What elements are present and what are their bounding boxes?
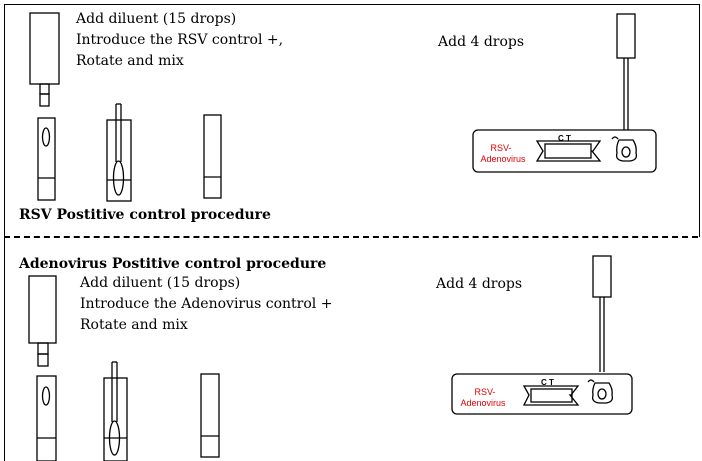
- adeno-card-label-line2: Adenovirus: [460, 398, 506, 408]
- rsv-tube-3: [203, 114, 222, 199]
- adeno-diluent-bottle: [28, 275, 57, 367]
- rsv-step-line1: Add diluent (15 drops): [76, 11, 237, 27]
- rsv-diluent-bottle: [29, 12, 60, 107]
- top-border: [5, 4, 700, 5]
- adeno-window-label: C T: [541, 378, 554, 387]
- right-border: [699, 4, 700, 237]
- adeno-test-card: [451, 373, 633, 415]
- adeno-tube-3: [200, 373, 220, 458]
- rsv-tube-1: [37, 117, 56, 201]
- adeno-step-line2: Introduce the Adenovirus control +: [80, 296, 333, 312]
- rsv-window-label: C T: [558, 134, 571, 143]
- adeno-dropper: [592, 255, 612, 372]
- adeno-step-line1: Add diluent (15 drops): [80, 275, 241, 291]
- left-border: [4, 4, 5, 461]
- rsv-test-card: [472, 129, 657, 173]
- rsv-add-drops: Add 4 drops: [438, 34, 525, 50]
- adeno-tube-2-swab: [103, 361, 128, 461]
- adeno-step-line3: Rotate and mix: [80, 317, 188, 333]
- adeno-tube-1: [36, 375, 57, 461]
- adeno-procedure-title: Adenovirus Postitive control procedure: [19, 256, 327, 272]
- rsv-procedure-title: RSV Postitive control procedure: [19, 207, 271, 223]
- rsv-tube-2-swab: [106, 103, 132, 202]
- adeno-add-drops: Add 4 drops: [436, 276, 523, 292]
- rsv-step-line3: Rotate and mix: [76, 53, 184, 69]
- adeno-card-label-line1: RSV-: [474, 387, 495, 397]
- rsv-dropper: [616, 13, 636, 130]
- rsv-step-line2: Introduce the RSV control +,: [76, 32, 284, 48]
- rsv-card-label-line1: RSV-: [490, 143, 511, 153]
- section-divider: [4, 236, 698, 238]
- rsv-card-label-line2: Adenovirus: [480, 154, 526, 164]
